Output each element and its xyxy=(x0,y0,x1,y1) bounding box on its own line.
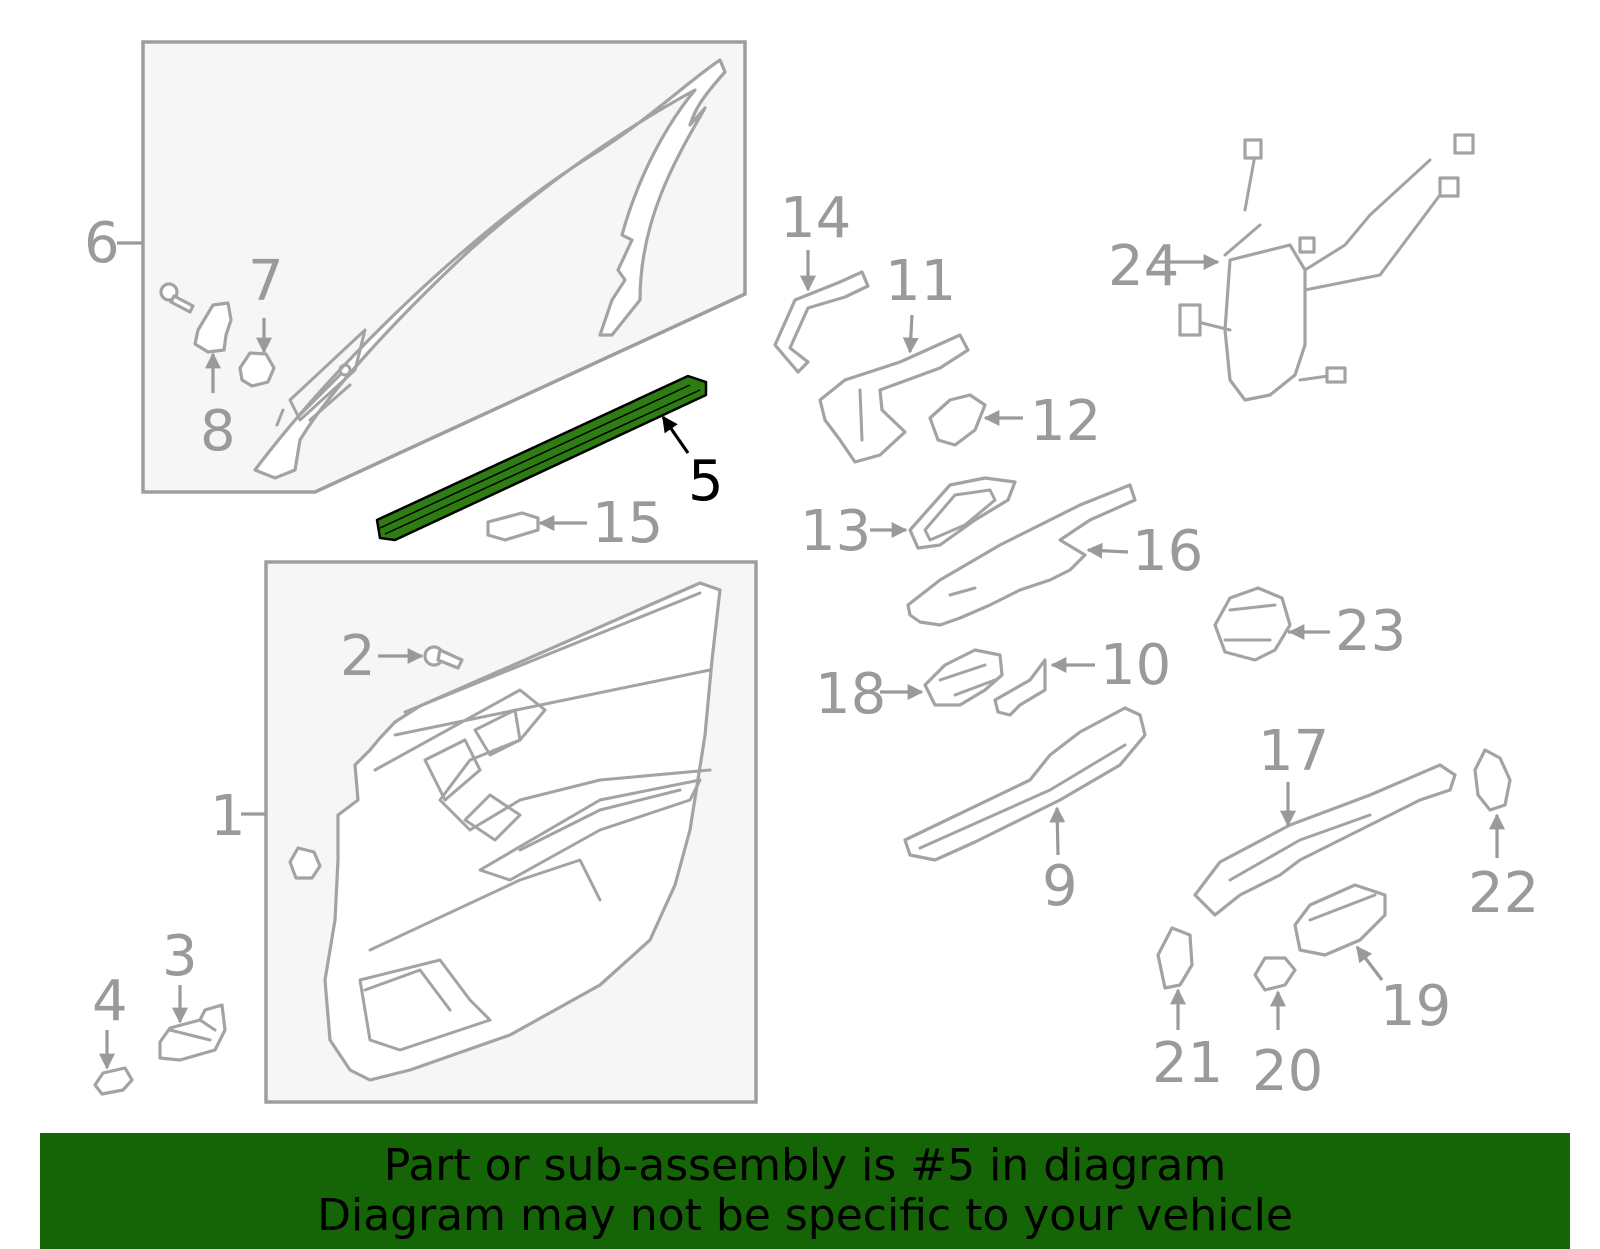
belt-molding-5-highlighted xyxy=(375,374,708,542)
trim-12 xyxy=(928,393,987,447)
callout-20: 20 xyxy=(1252,1039,1323,1104)
callout-2: 2 xyxy=(340,624,376,689)
callout-15: 15 xyxy=(592,491,663,556)
clip-panel xyxy=(288,846,322,880)
callout-19: 19 xyxy=(1380,974,1451,1039)
switch-18 xyxy=(923,648,1004,707)
parts-diagram: 6 7 8 5 15 2 1 3 4 14 11 12 13 16 18 10 … xyxy=(84,40,1539,1104)
callout-4: 4 xyxy=(92,969,128,1034)
callout-6: 6 xyxy=(84,211,120,276)
window-sash-part xyxy=(253,58,727,480)
bracket-14 xyxy=(773,270,870,374)
callout-14: 14 xyxy=(780,186,851,251)
screw-6 xyxy=(159,282,195,314)
bulb-4 xyxy=(93,1066,134,1096)
callout-5: 5 xyxy=(688,449,724,514)
callout-23: 23 xyxy=(1335,599,1406,664)
callout-16: 16 xyxy=(1132,519,1203,584)
callout-12: 12 xyxy=(1030,389,1101,454)
notice-line-part: Part or sub-assembly is #5 in diagram xyxy=(383,1140,1227,1191)
bracket-8 xyxy=(193,301,233,354)
switch-19 xyxy=(1293,883,1387,957)
module-23 xyxy=(1213,586,1292,662)
callout-9: 9 xyxy=(1042,854,1078,919)
clip-21 xyxy=(1156,926,1194,990)
callout-1: 1 xyxy=(210,784,246,849)
callout-21: 21 xyxy=(1152,1031,1223,1096)
callout-10: 10 xyxy=(1100,633,1171,698)
callout-3: 3 xyxy=(162,924,198,989)
armrest-panel-17 xyxy=(1193,763,1457,917)
callout-24: 24 xyxy=(1108,234,1179,299)
callout-11: 11 xyxy=(885,249,956,314)
switch-3 xyxy=(158,1003,227,1062)
callout-13: 13 xyxy=(800,499,871,564)
clip-7 xyxy=(238,351,276,388)
callout-7: 7 xyxy=(248,249,284,314)
callout-22: 22 xyxy=(1468,861,1539,926)
callout-8: 8 xyxy=(200,399,236,464)
bezel-13 xyxy=(908,476,1017,550)
clip-15 xyxy=(486,511,540,542)
cover-11 xyxy=(818,333,970,464)
callout-17: 17 xyxy=(1258,719,1329,784)
callout-18: 18 xyxy=(815,662,886,727)
clip-20 xyxy=(1253,956,1297,992)
bracket-10 xyxy=(993,658,1047,717)
door-trim-panel-1 xyxy=(323,581,722,1082)
screw-2 xyxy=(423,645,464,670)
armrest-9 xyxy=(903,706,1147,862)
clip-22 xyxy=(1473,748,1512,812)
door-lock-harness-24 xyxy=(1178,133,1475,402)
diagram-notice-banner: Part or sub-assembly is #5 in diagram Di… xyxy=(40,1133,1570,1249)
notice-line-disclaimer: Diagram may not be specific to your vehi… xyxy=(317,1190,1293,1241)
